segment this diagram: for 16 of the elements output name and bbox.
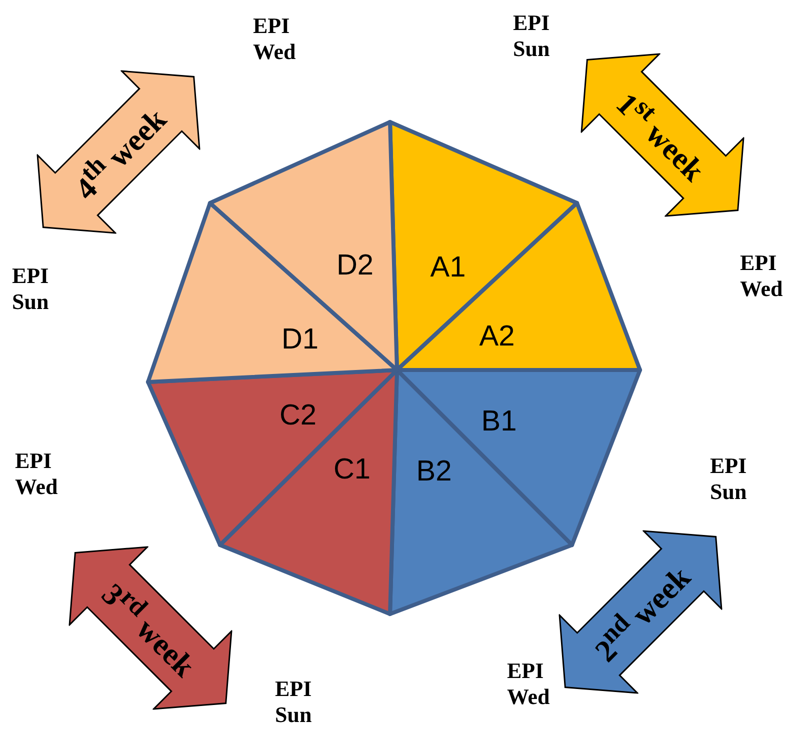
sector-label: D1 bbox=[281, 324, 319, 356]
schedule-label: EPI Sun bbox=[513, 10, 551, 62]
sector-label: D2 bbox=[336, 250, 374, 282]
schedule-label: EPI Wed bbox=[253, 13, 297, 65]
sector-label: A2 bbox=[479, 320, 515, 354]
schedule-label: EPI Sun bbox=[710, 453, 748, 505]
schedule-label: EPI Wed bbox=[740, 250, 784, 302]
schedule-label: EPI Wed bbox=[15, 448, 59, 500]
sector-label: B2 bbox=[416, 456, 452, 488]
schedule-label: EPI Sun bbox=[275, 676, 313, 728]
sector-label: C1 bbox=[333, 454, 371, 486]
sector-label: A1 bbox=[430, 252, 466, 284]
sector-label: C2 bbox=[279, 400, 317, 432]
sector-label: B1 bbox=[481, 406, 517, 438]
schedule-label: EPI Sun bbox=[12, 263, 50, 315]
schedule-label: EPI Wed bbox=[507, 658, 551, 710]
